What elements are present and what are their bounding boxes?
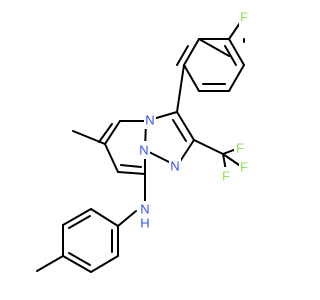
bond — [104, 120, 121, 145]
atom-f-cf3-a: F — [236, 141, 244, 156]
bond — [224, 45, 237, 66]
atom-n-bridge: N — [139, 143, 148, 158]
bond — [72, 130, 106, 145]
molecule-diagram: N N N N H F F F F — [36, 8, 250, 273]
bond — [90, 255, 119, 273]
bond — [176, 111, 195, 141]
bond — [120, 164, 142, 168]
bond — [176, 64, 185, 113]
bond — [68, 252, 91, 266]
atom-label-layer: N N N N H F F F F — [138, 8, 250, 231]
bond — [62, 255, 92, 273]
bond — [222, 153, 240, 166]
bond — [117, 171, 146, 175]
bond — [62, 208, 92, 226]
bond — [176, 45, 189, 66]
bond — [90, 208, 119, 227]
atom-n-amine: N — [140, 202, 149, 217]
atom-f-cf3-c: F — [240, 160, 248, 175]
atom-f-aryl: F — [240, 10, 248, 25]
bond — [68, 215, 91, 229]
bond — [117, 210, 137, 227]
bond — [98, 123, 113, 143]
bond — [104, 143, 119, 173]
bond — [193, 139, 224, 155]
bond — [183, 64, 200, 92]
bond — [36, 255, 64, 272]
atom-h-amine: H — [140, 216, 149, 231]
bond — [228, 64, 245, 92]
bond — [228, 38, 245, 66]
atom-n-pyrazole: N — [170, 159, 179, 174]
bond — [172, 119, 187, 142]
atom-n-top: N — [145, 113, 154, 128]
bond — [198, 38, 230, 57]
bond — [183, 38, 200, 66]
atom-f-cf3-b: F — [222, 169, 230, 184]
